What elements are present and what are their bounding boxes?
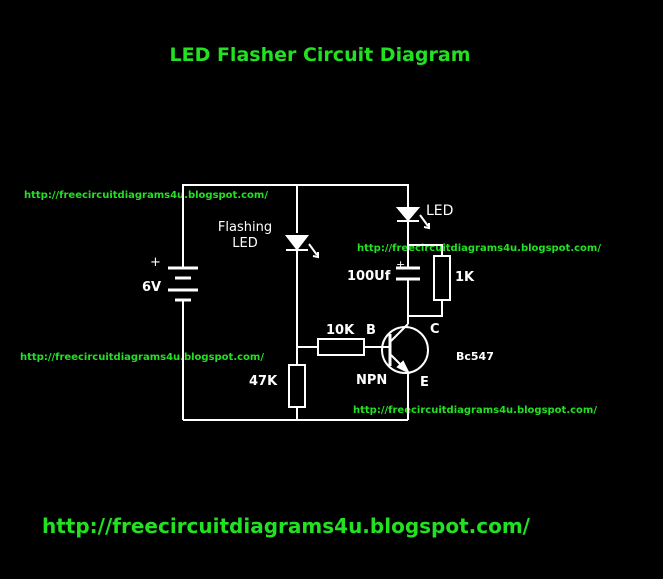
- led-label: LED: [426, 203, 454, 219]
- resistor-47k-label: 47K: [249, 374, 278, 389]
- url-watermark-middle-right: http://freecircuitdiagrams4u.blogspot.co…: [357, 243, 601, 254]
- flashing-led-label-line2: LED: [232, 236, 258, 251]
- resistor-10k-label: 10K: [326, 323, 355, 338]
- battery-voltage-label: 6V: [142, 280, 162, 295]
- led-symbol: [395, 207, 430, 230]
- resistor-10k-symbol: [317, 338, 365, 356]
- wire-network: [182, 184, 443, 421]
- flashing-led-symbol: [284, 235, 319, 259]
- diagram-title: LED Flasher Circuit Diagram: [169, 44, 471, 66]
- battery-plus-label: +: [150, 255, 161, 270]
- url-watermark-top-left: http://freecircuitdiagrams4u.blogspot.co…: [24, 190, 268, 201]
- flashing-led-label-line1: Flashing: [217, 220, 273, 235]
- base-label: B: [366, 323, 376, 338]
- resistor-47k-symbol: [288, 364, 306, 408]
- url-watermark-bottom-right: http://freecircuitdiagrams4u.blogspot.co…: [353, 405, 597, 416]
- capacitor-symbol: [396, 266, 420, 281]
- capacitor-plus-label: +: [396, 258, 406, 271]
- battery-symbol: [168, 266, 198, 302]
- emitter-label: E: [420, 375, 429, 390]
- transistor-type-label: NPN: [356, 373, 388, 388]
- url-watermark-middle-left: http://freecircuitdiagrams4u.blogspot.co…: [20, 352, 264, 363]
- resistor-1k-symbol: [433, 255, 451, 301]
- resistor-1k-label: 1K: [455, 270, 475, 285]
- npn-transistor-symbol: [381, 323, 429, 375]
- transistor-model-label: Bc547: [456, 350, 494, 363]
- url-footer: http://freecircuitdiagrams4u.blogspot.co…: [42, 514, 530, 538]
- capacitor-value-label: 100Uf: [347, 269, 391, 284]
- collector-label: C: [430, 322, 440, 337]
